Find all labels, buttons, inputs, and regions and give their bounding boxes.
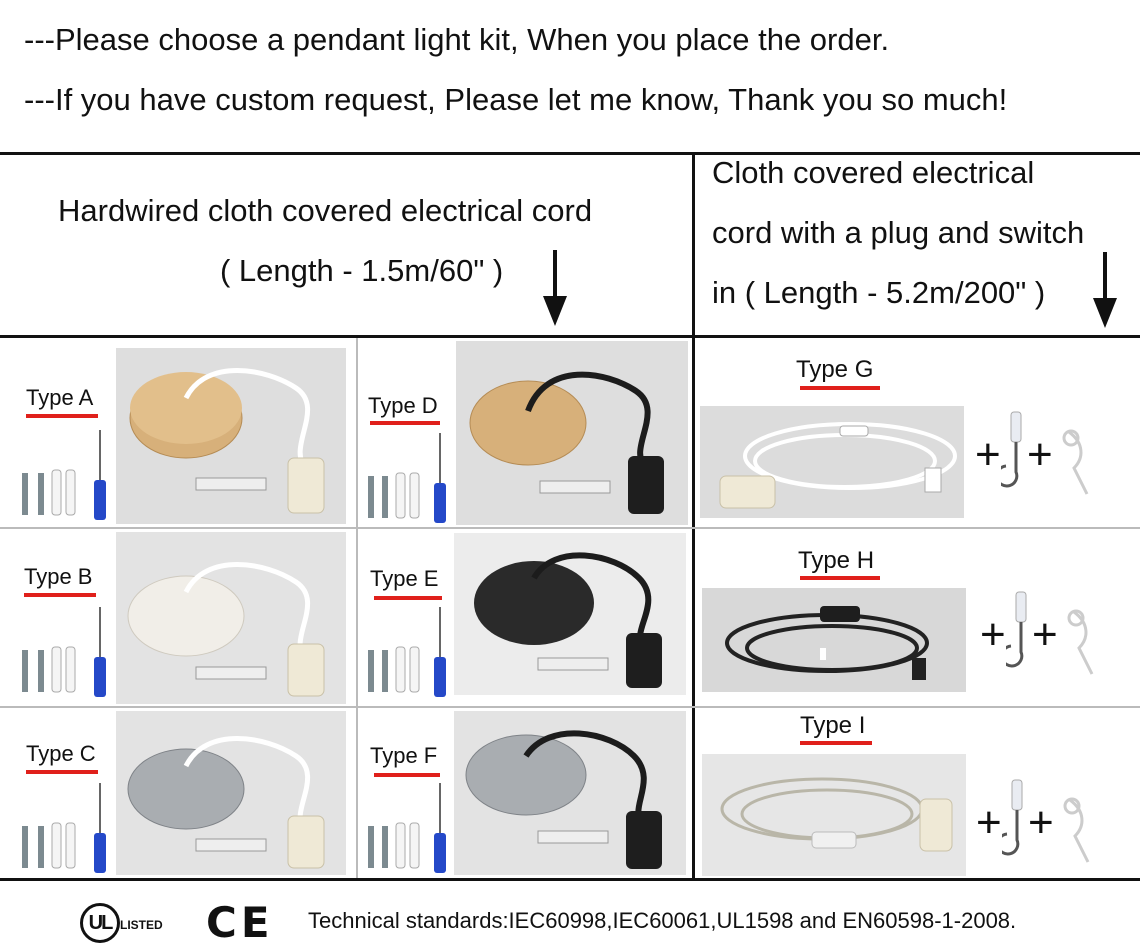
hardware-accessories-icon — [368, 607, 446, 697]
type-g-label: Type G — [796, 356, 874, 383]
cable-tie-icon — [1062, 429, 1089, 495]
hardware-accessories-icon — [22, 607, 106, 697]
plus-icon: + — [975, 430, 1001, 479]
type-i-label: Type I — [800, 712, 866, 739]
hook-icon — [1002, 779, 1023, 856]
type-c-photo — [116, 711, 346, 875]
type-e-label: Type E — [370, 566, 439, 591]
down-arrow-icon — [543, 250, 567, 326]
ul-certification-icon: UL — [80, 903, 120, 943]
label-underline — [26, 414, 98, 418]
label-underline — [24, 593, 96, 597]
plus-icon: + — [980, 610, 1006, 659]
column-divider-inner — [356, 338, 358, 878]
header-divider — [0, 335, 1140, 338]
type-d-photo — [456, 341, 688, 525]
hardware-accessories-icon — [22, 430, 106, 520]
label-underline — [800, 576, 880, 580]
type-b-photo — [116, 532, 346, 704]
hardware-accessories-icon — [22, 783, 106, 873]
hardwired-header-line1: Hardwired cloth covered electrical cord — [58, 193, 593, 228]
cable-tie-icon — [1063, 797, 1090, 863]
plug-header-line1: Cloth covered electrical — [712, 155, 1035, 190]
plug-header-line2: cord with a plug and switch — [712, 215, 1085, 250]
hook-icon — [1001, 411, 1022, 488]
cable-tie-icon — [1067, 609, 1094, 675]
hardwired-header-line2: ( Length - 1.5m/60" ) — [220, 253, 504, 288]
note-line-2: ---If you have custom request, Please le… — [24, 82, 1008, 117]
row-divider — [0, 527, 1140, 529]
type-b-label: Type B — [24, 564, 93, 589]
plus-icon: + — [1028, 798, 1054, 847]
plug-header-line3: in ( Length - 5.2m/200" ) — [712, 275, 1046, 310]
type-a-label: Type A — [26, 385, 94, 410]
note-line-1: ---Please choose a pendant light kit, Wh… — [24, 22, 890, 57]
type-a-photo — [116, 348, 346, 524]
ul-listed-text: LISTED — [120, 918, 163, 932]
type-h-photo — [702, 588, 966, 692]
hook-icon — [1006, 591, 1027, 668]
type-f-photo — [454, 711, 686, 875]
label-underline — [370, 421, 440, 425]
plus-icon: + — [976, 798, 1002, 847]
plus-icon: + — [1032, 610, 1058, 659]
type-g-photo — [700, 406, 964, 518]
row-divider — [0, 706, 1140, 708]
label-underline — [26, 770, 98, 774]
table-top-border — [0, 152, 1140, 155]
type-e-photo — [454, 533, 686, 695]
technical-standards-text: Technical standards:IEC60998,IEC60061,UL… — [308, 908, 1017, 933]
column-divider — [692, 152, 695, 881]
type-c-label: Type C — [26, 741, 96, 766]
plus-icon: + — [1027, 430, 1053, 479]
table-bottom-border — [0, 878, 1140, 881]
label-underline — [374, 596, 442, 600]
type-h-label: Type H — [798, 547, 875, 574]
down-arrow-icon — [1093, 252, 1117, 328]
hardware-accessories-icon — [368, 783, 446, 873]
hardware-accessories-icon — [368, 433, 446, 523]
label-underline — [374, 773, 440, 777]
type-d-label: Type D — [368, 393, 438, 418]
ce-mark-icon: CE — [206, 898, 274, 947]
label-underline — [800, 741, 872, 745]
type-i-photo — [702, 754, 966, 876]
type-f-label: Type F — [370, 743, 438, 768]
label-underline — [800, 386, 880, 390]
